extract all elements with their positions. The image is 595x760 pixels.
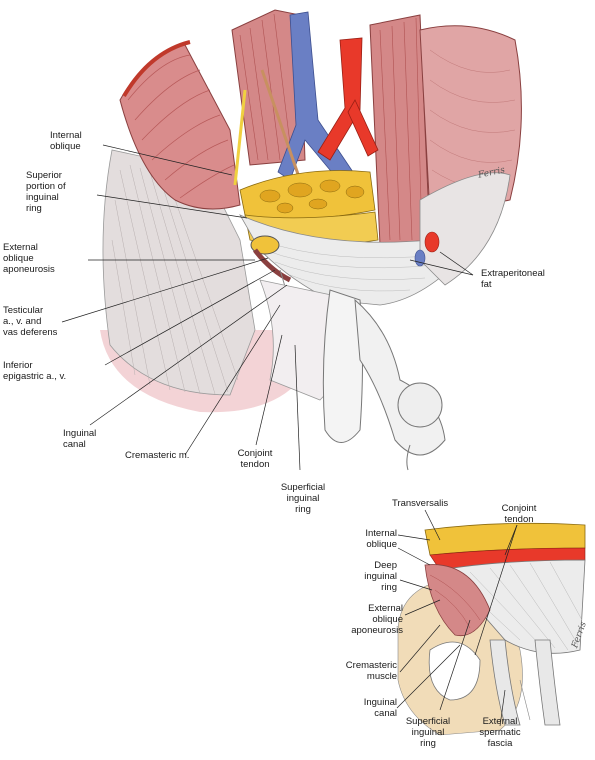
aponeurosis-sheet (239, 214, 461, 306)
label-inset-internal-oblique: Internal oblique (365, 528, 397, 550)
label-superficial-inguinal-ring: Superficial inguinal ring (280, 482, 326, 515)
label-superior-portion-inguinal-ring: Superior portion of inguinal ring (26, 170, 66, 214)
label-inset-inguinal-canal: Inguinal canal (363, 697, 397, 719)
main-leader-lines (61, 144, 474, 471)
label-testicular-vessels: Testicular a., v. and vas deferens (3, 305, 58, 338)
label-conjoint-tendon: Conjoint tendon (237, 448, 273, 470)
inguinal-ring (250, 235, 280, 255)
label-cremasteric-m: Cremasteric m. (125, 450, 190, 461)
right-upper-muscle (419, 25, 522, 216)
label-external-oblique-aponeurosis: External oblique aponeurosis (3, 242, 55, 275)
label-deep-inguinal-ring: Deep inguinal ring (364, 560, 397, 593)
main-illustration (100, 9, 522, 471)
label-internal-oblique: Internal oblique (50, 130, 82, 152)
inset-illustration (397, 522, 586, 736)
vein (277, 11, 356, 183)
label-cremasteric-muscle: Cremasteric muscle (345, 660, 397, 682)
label-external-spermatic-fascia: External spermatic fascia (479, 716, 521, 749)
inset-leader-lines (396, 509, 518, 727)
inset-muscle (424, 564, 491, 637)
label-extraperitoneal-fat: Extraperitoneal fat (481, 268, 545, 290)
label-transversalis: Transversalis (392, 498, 449, 509)
label-inset-superficial-inguinal-ring: Superficial inguinal ring (405, 716, 451, 749)
artery (317, 37, 363, 161)
label-inguinal-canal: Inguinal canal (63, 428, 97, 450)
label-inset-conjoint-tendon: Conjoint tendon (501, 503, 537, 525)
label-inset-external-oblique-aponeurosis: External oblique aponeurosis (351, 603, 403, 636)
label-inferior-epigastric: Inferior epigastric a., v. (3, 360, 67, 382)
